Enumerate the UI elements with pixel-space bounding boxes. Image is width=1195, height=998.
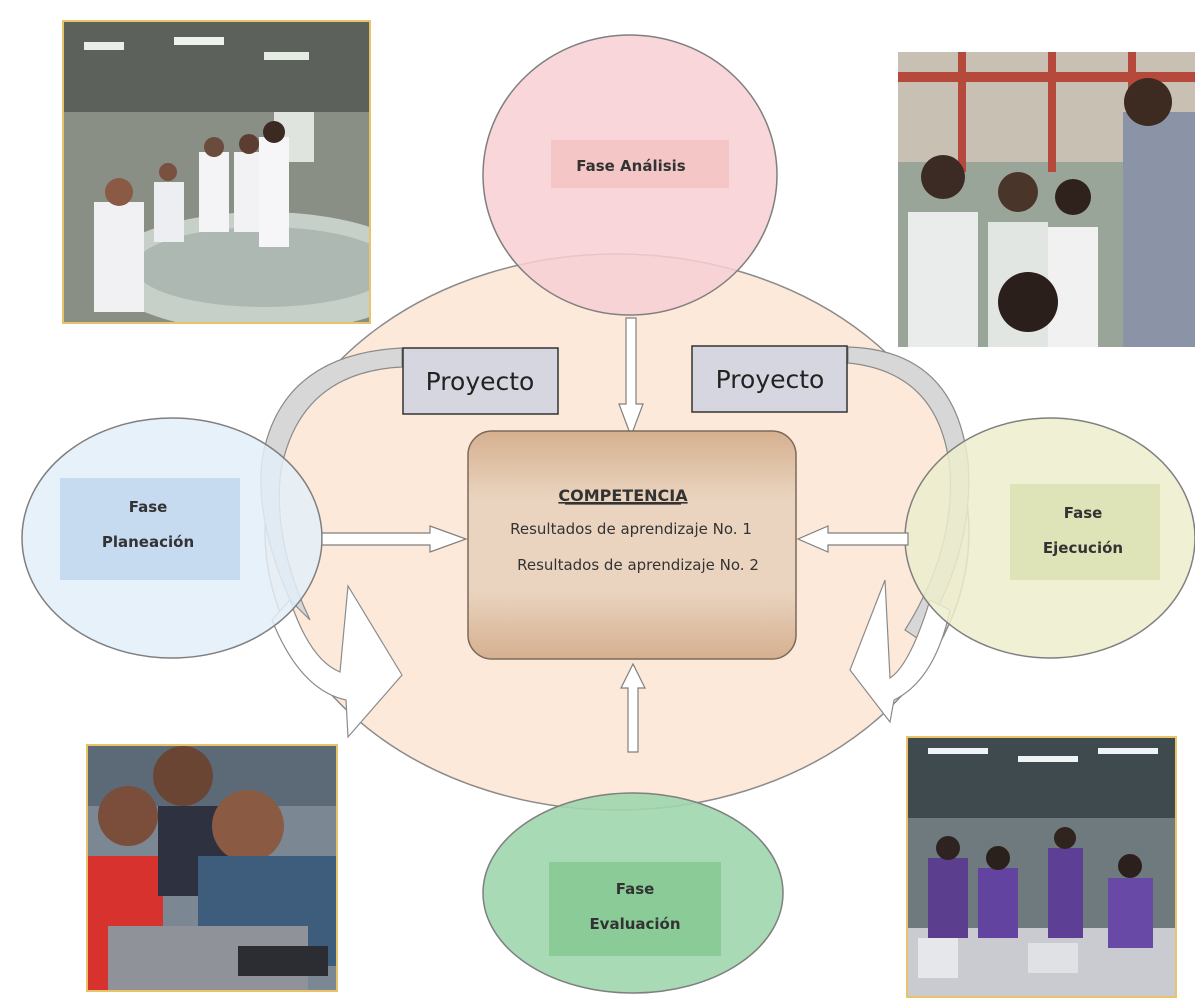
- label-evaluacion-line1: Fase: [616, 880, 655, 898]
- arrow-from-planeacion: [321, 525, 468, 553]
- label-bg-planeacion: [60, 478, 240, 580]
- competency-title: COMPETENCIA: [558, 486, 688, 505]
- label-evaluacion-line2: Evaluación: [589, 915, 680, 933]
- label-bg-evaluacion: [549, 862, 721, 956]
- project-label-right: Proyecto: [716, 365, 825, 394]
- label-planeacion-line2: Planeación: [102, 533, 194, 551]
- arrow-from-analisis: [618, 317, 644, 438]
- competency-result-2: Resultados de aprendizaje No. 2: [517, 556, 759, 574]
- photo-laboratory: [62, 20, 371, 324]
- label-analisis: Fase Análisis: [576, 157, 686, 175]
- photo-workshop: [906, 736, 1177, 998]
- arrow-from-evaluacion: [620, 662, 646, 753]
- arrow-from-ejecucion: [796, 525, 909, 553]
- label-planeacion-line1: Fase: [129, 498, 168, 516]
- label-bg-ejecucion: [1010, 484, 1160, 580]
- label-ejecucion-line2: Ejecución: [1043, 539, 1123, 557]
- photo-students-group: [898, 52, 1195, 347]
- competency-box: [467, 430, 797, 660]
- project-box-left: [402, 347, 559, 415]
- project-box-right: [691, 345, 848, 413]
- project-label-left: Proyecto: [426, 367, 535, 396]
- label-ejecucion-line1: Fase: [1064, 504, 1103, 522]
- big-arrow-right: [849, 579, 951, 724]
- big-arrow-left: [271, 584, 403, 739]
- competency-result-1: Resultados de aprendizaje No. 1: [510, 520, 752, 538]
- photo-computer-students: [86, 744, 338, 992]
- label-bg-analisis: [551, 140, 729, 188]
